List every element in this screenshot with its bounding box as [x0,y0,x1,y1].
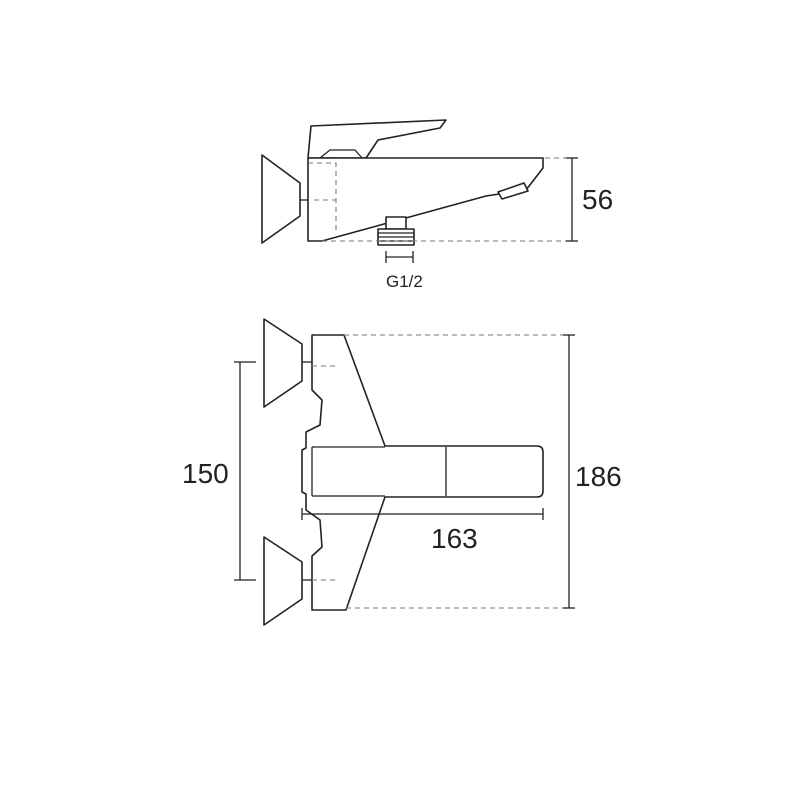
side-view: 56 G1/2 [261,119,613,291]
top-wall-flange-lower [263,536,303,626]
spout-dimension-label: 163 [431,523,478,554]
side-aerator [497,182,529,200]
side-lever-handle [307,119,447,159]
thread-dimension-label: G1/2 [386,272,423,291]
overall-dimension-label: 186 [575,461,622,492]
side-body [307,157,544,242]
side-outlet-connector [385,216,407,230]
top-view: 150 163 186 [182,318,622,626]
centres-dimension-label: 150 [182,458,229,489]
top-body [301,334,544,611]
side-lever-base [319,149,363,159]
side-wall-flange [261,154,301,244]
height-dimension-label: 56 [582,184,613,215]
side-hidden-line [308,162,337,234]
top-wall-flange-upper [263,318,303,408]
